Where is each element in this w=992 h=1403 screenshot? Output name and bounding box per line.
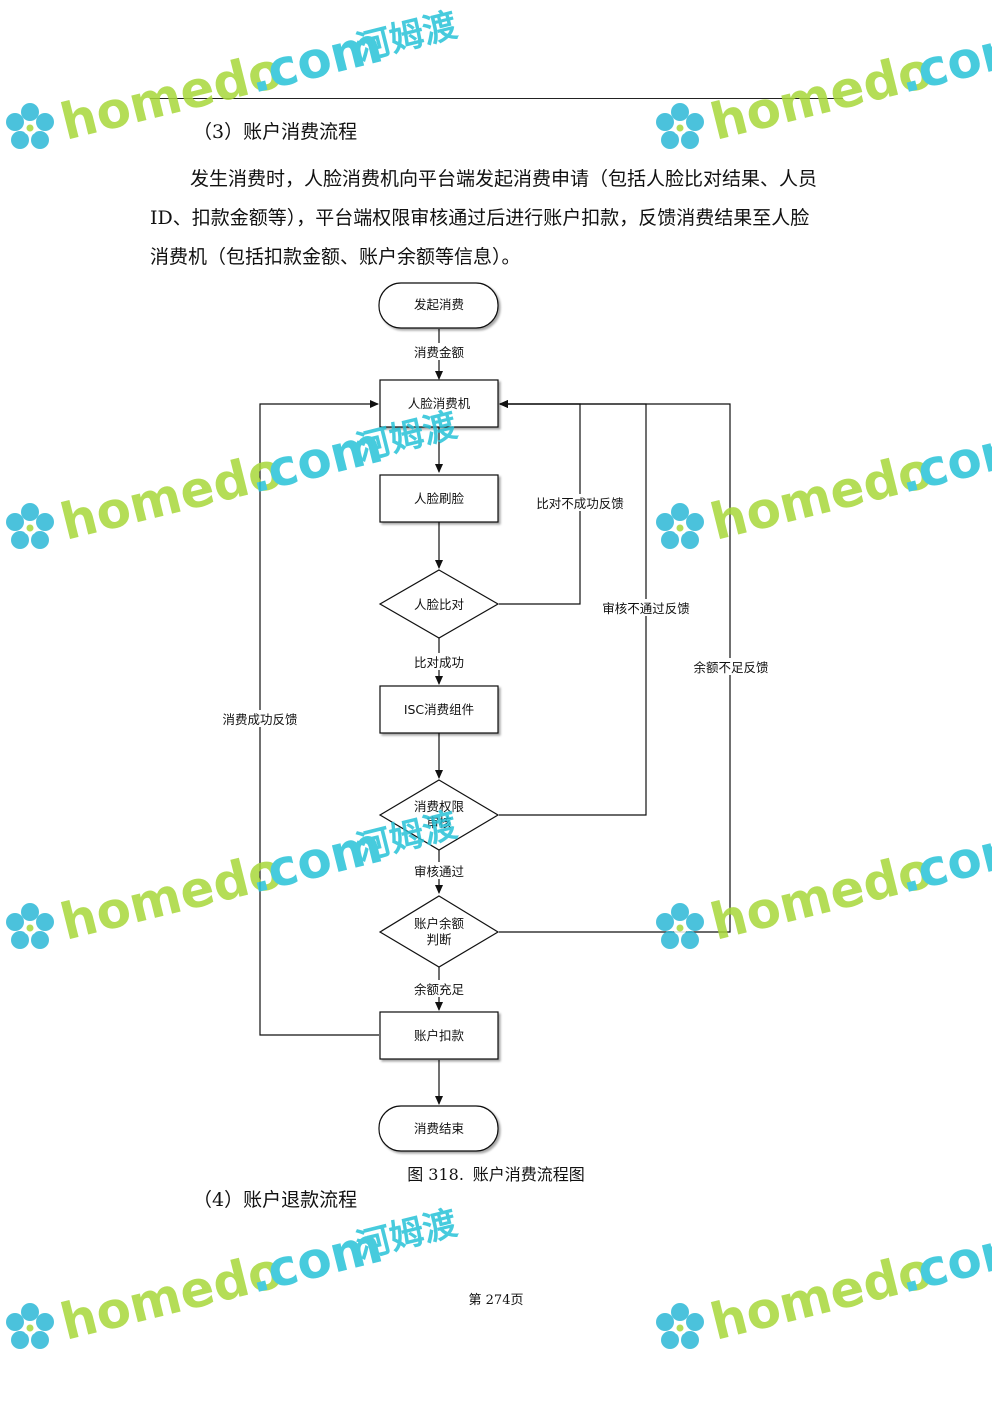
node-end: [378, 1105, 499, 1152]
node-face-compare: [378, 569, 500, 639]
node-deduct: [379, 1011, 499, 1060]
edge-label-compare-fail: 比对不成功反馈: [536, 496, 624, 511]
label-deduct: 账户扣款: [414, 1028, 465, 1043]
section-4-heading: （4）账户退款流程: [193, 1189, 358, 1211]
body-paragraph: 发生消费时，人脸消费机向平台端发起消费申请（包括人脸比对结果、人员 ID、扣款金…: [150, 160, 843, 277]
node-balance-check: [378, 895, 500, 968]
figure-caption: 图 318. 账户消费流程图: [0, 1164, 992, 1187]
edge-label-audit-fail: 审核不通过反馈: [602, 601, 690, 616]
label-face-scan: 人脸刷脸: [414, 491, 465, 506]
label-balance-check-line1: 账户余额: [414, 916, 465, 931]
edge-label-consume-success: 消费成功反馈: [222, 712, 297, 727]
section-3-heading: （3）账户消费流程: [193, 121, 358, 143]
figure-caption-number: 图 318.: [407, 1165, 464, 1184]
paragraph-line-2: ID、扣款金额等），平台端权限审核通过后进行账户扣款，反馈消费结果至人脸: [150, 207, 810, 229]
label-face-compare: 人脸比对: [414, 597, 464, 612]
label-balance-check-line2: 判断: [426, 932, 451, 947]
header-rule: [150, 98, 843, 99]
label-end: 消费结束: [414, 1121, 465, 1136]
node-isc-component: [379, 685, 499, 734]
paragraph-line-1: 发生消费时，人脸消费机向平台端发起消费申请（包括人脸比对结果、人员: [190, 168, 818, 190]
edge-label-audit-pass: 审核通过: [414, 864, 465, 879]
label-permission-check-line1: 消费权限: [414, 799, 465, 814]
node-start: [378, 282, 499, 329]
node-permission-check: [378, 779, 500, 851]
paragraph-line-3: 消费机（包括扣款金额、账户余额等信息）。: [150, 246, 521, 268]
edge-label-amount: 消费金额: [414, 345, 465, 360]
page-number: 第 274页: [468, 1293, 524, 1308]
label-permission-check-line2: 审核: [426, 815, 452, 830]
label-face-consumer: 人脸消费机: [408, 396, 471, 411]
node-face-scan: [379, 474, 499, 523]
figure-caption-title: 账户消费流程图: [472, 1165, 585, 1184]
edge-label-balance-ok: 余额充足: [414, 982, 465, 997]
node-face-consumer: [379, 379, 499, 428]
edge-label-balance-insufficient: 余额不足反馈: [693, 660, 768, 675]
label-isc-component: ISC消费组件: [404, 702, 474, 717]
label-start: 发起消费: [414, 297, 464, 312]
edge-label-compare-ok: 比对成功: [414, 655, 464, 670]
